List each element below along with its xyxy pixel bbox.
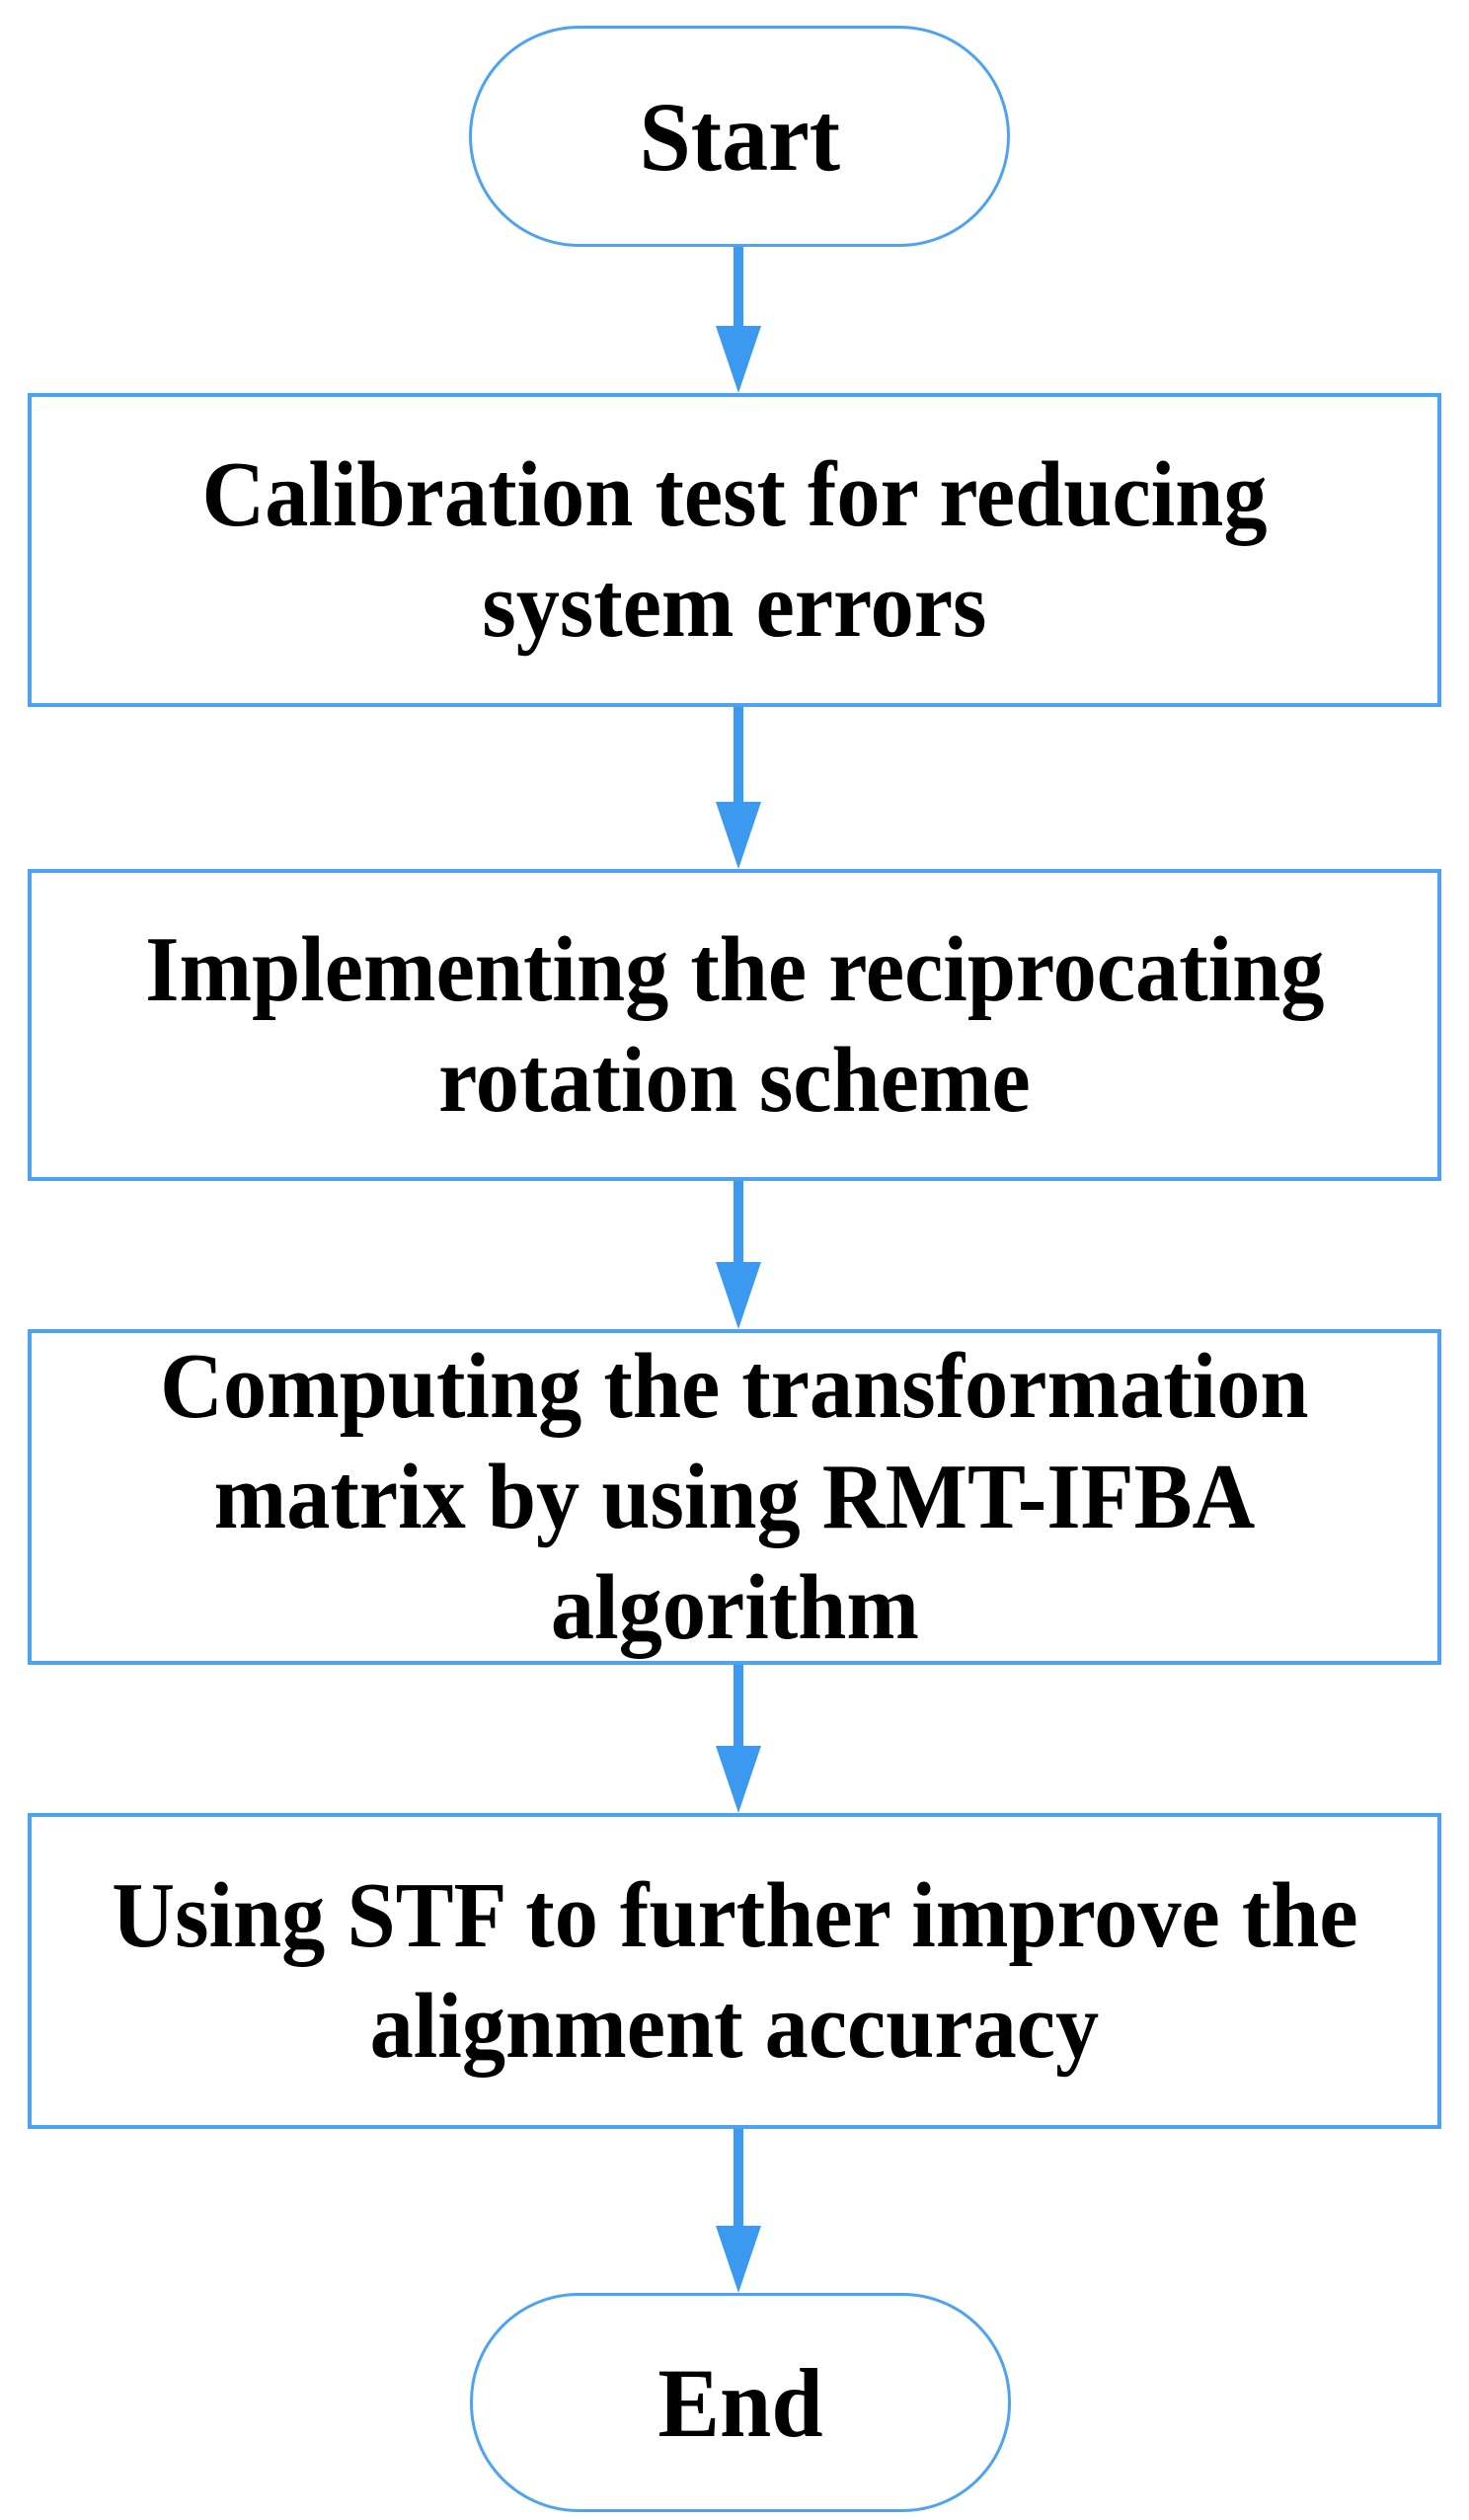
node-step3-line-1: Computing the transformation: [160, 1335, 1309, 1438]
flow-node-transformation-matrix: Computing the transformation matrix by u…: [28, 1329, 1441, 1665]
flow-node-reciprocating-rotation: Implementing the reciprocating rotation …: [28, 869, 1441, 1181]
flow-node-start: Start: [469, 26, 1010, 247]
node-end-label: End: [657, 2347, 823, 2458]
arrow-shaft: [734, 1665, 743, 1746]
arrow-head-icon: [716, 2226, 761, 2293]
node-start-label: Start: [639, 81, 840, 192]
flow-arrow-step4-to-end: [716, 2129, 761, 2293]
arrow-head-icon: [716, 326, 761, 393]
arrow-head-icon: [716, 1746, 761, 1813]
node-step3-line-2: matrix by using RMT-IFBA: [213, 1446, 1256, 1548]
node-step4-line-1: Using STF to further improve the: [111, 1864, 1358, 1967]
arrow-shaft: [734, 1181, 743, 1262]
node-step4-line-2: alignment accuracy: [369, 1975, 1100, 2078]
flow-arrow-start-to-step1: [716, 247, 761, 393]
flow-node-end: End: [470, 2293, 1011, 2512]
node-step3-line-3: algorithm: [550, 1556, 919, 1659]
arrow-head-icon: [716, 1262, 761, 1329]
node-step1-line-2: system errors: [482, 554, 987, 657]
flow-node-calibration-test: Calibration test for reducing system err…: [28, 393, 1441, 707]
flow-node-stf-alignment: Using STF to further improve the alignme…: [28, 1813, 1441, 2129]
arrow-shaft: [734, 2129, 743, 2226]
node-step2-line-1: Implementing the reciprocating: [144, 918, 1325, 1021]
flow-arrow-step1-to-step2: [716, 707, 761, 869]
node-step1-line-1: Calibration test for reducing: [201, 443, 1268, 546]
node-step2-line-2: rotation scheme: [438, 1029, 1031, 1132]
flow-arrow-step2-to-step3: [716, 1181, 761, 1329]
flow-arrow-step3-to-step4: [716, 1665, 761, 1813]
arrow-shaft: [734, 707, 743, 802]
arrow-shaft: [734, 247, 743, 326]
arrow-head-icon: [716, 802, 761, 869]
